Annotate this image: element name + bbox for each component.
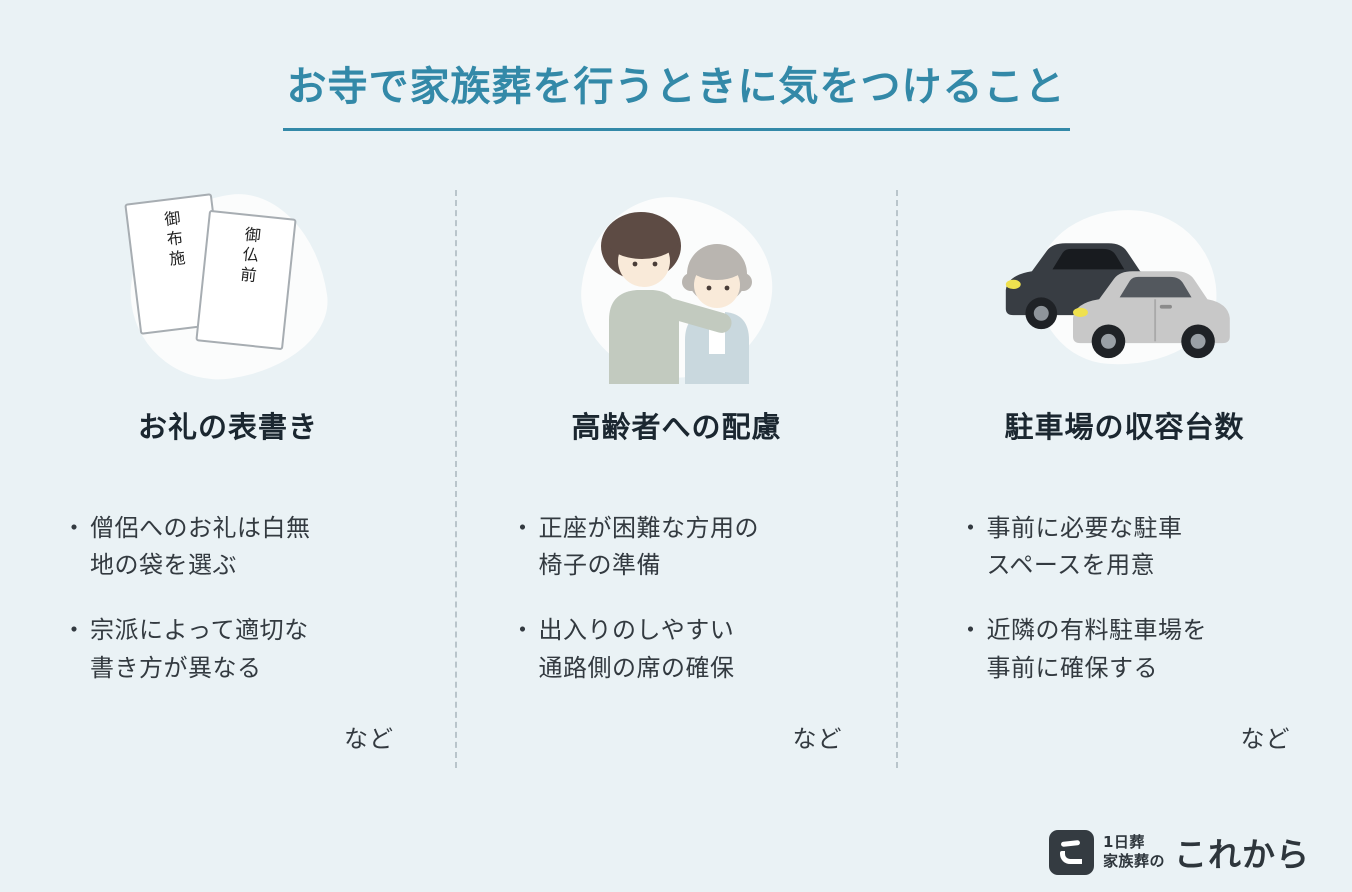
- bullet-text: 正座が困難な方用の 椅子の準備: [538, 514, 759, 580]
- envelope-label: 御布施: [160, 209, 187, 272]
- list-item: ・ 宗派によって適切な 書き方が異なる: [62, 612, 394, 686]
- etc-label: など: [344, 724, 394, 753]
- people-icon: [600, 212, 752, 384]
- section-heading: 高齢者への配慮: [571, 410, 782, 444]
- bullet-text: 出入りのしやすい 通路側の席の確保: [538, 616, 735, 682]
- list-item: ・ 出入りのしやすい 通路側の席の確保: [511, 612, 843, 686]
- section-elderly-care: 高齢者への配慮 ・ 正座が困難な方用の 椅子の準備 ・ 出入りのしやすい 通路側…: [456, 188, 897, 754]
- column-divider: [455, 190, 457, 768]
- envelope-gobutsuzen-icon: 御仏前: [195, 209, 297, 351]
- page-title: お寺で家族葬を行うときに気をつけること: [282, 54, 1070, 131]
- bullet-text: 僧侶へのお礼は白無 地の袋を選ぶ: [90, 514, 311, 580]
- parking-illustration: [995, 188, 1255, 388]
- bullet-marker: ・: [958, 514, 983, 542]
- brand-service-line2: 家族葬の: [1102, 852, 1165, 870]
- list-item: ・ 近隣の有料駐車場を 事前に確保する: [959, 612, 1291, 686]
- section-parking: 駐車場の収容台数 ・ 事前に必要な駐車 スペースを用意 ・ 近隣の有料駐車場を …: [897, 188, 1352, 754]
- envelopes-illustration: 御布施 御仏前: [98, 183, 358, 391]
- section-gratuity-envelopes: 御布施 御仏前 お礼の表書き ・ 僧侶へのお礼は白無 地の袋を選ぶ ・ 宗派によ…: [0, 183, 456, 754]
- bullet-list: ・ 僧侶へのお礼は白無 地の袋を選ぶ ・ 宗派によって適切な 書き方が異なる: [62, 510, 394, 715]
- cars-icon: [1005, 243, 1230, 359]
- brand-service-line1: 1日葬: [1102, 832, 1145, 851]
- bullet-text: 事前に必要な駐車 スペースを用意: [986, 514, 1183, 580]
- bullet-text: 宗派によって適切な 書き方が異なる: [90, 616, 309, 682]
- list-item: ・ 事前に必要な駐車 スペースを用意: [959, 510, 1291, 584]
- section-heading: 駐車場の収容台数: [1004, 410, 1245, 444]
- bullet-text: 近隣の有料駐車場を 事前に確保する: [986, 616, 1207, 682]
- bullet-list: ・ 事前に必要な駐車 スペースを用意 ・ 近隣の有料駐車場を 事前に確保する: [959, 510, 1291, 715]
- brand-icon-stroke: [1059, 850, 1082, 864]
- etc-label: など: [792, 724, 843, 753]
- etc-label: など: [1240, 724, 1291, 753]
- bullet-list: ・ 正座が困難な方用の 椅子の準備 ・ 出入りのしやすい 通路側の席の確保: [511, 510, 843, 715]
- bullet-marker: ・: [62, 514, 86, 542]
- brand-icon-stroke: [1060, 839, 1081, 847]
- brand-service-lines: 1日葬 家族葬の: [1103, 833, 1165, 872]
- elderly-care-illustration: [547, 188, 807, 388]
- brand-logo: 1日葬 家族葬の これから: [1048, 828, 1310, 876]
- brand-name: これから: [1174, 835, 1310, 874]
- section-heading: お礼の表書き: [137, 410, 318, 444]
- bullet-marker: ・: [62, 616, 86, 645]
- content-columns: 御布施 御仏前 お礼の表書き ・ 僧侶へのお礼は白無 地の袋を選ぶ ・ 宗派によ…: [0, 183, 1352, 754]
- envelope-label: 御仏前: [236, 225, 262, 288]
- bullet-marker: ・: [510, 616, 535, 645]
- list-item: ・ 僧侶へのお礼は白無 地の袋を選ぶ: [62, 510, 394, 584]
- brand-icon: [1048, 829, 1094, 875]
- list-item: ・ 正座が困難な方用の 椅子の準備: [511, 510, 843, 584]
- column-divider: [896, 190, 898, 768]
- header: お寺で家族葬を行うときに気をつけること: [0, 0, 1352, 131]
- bullet-marker: ・: [958, 616, 983, 645]
- bullet-marker: ・: [510, 514, 535, 542]
